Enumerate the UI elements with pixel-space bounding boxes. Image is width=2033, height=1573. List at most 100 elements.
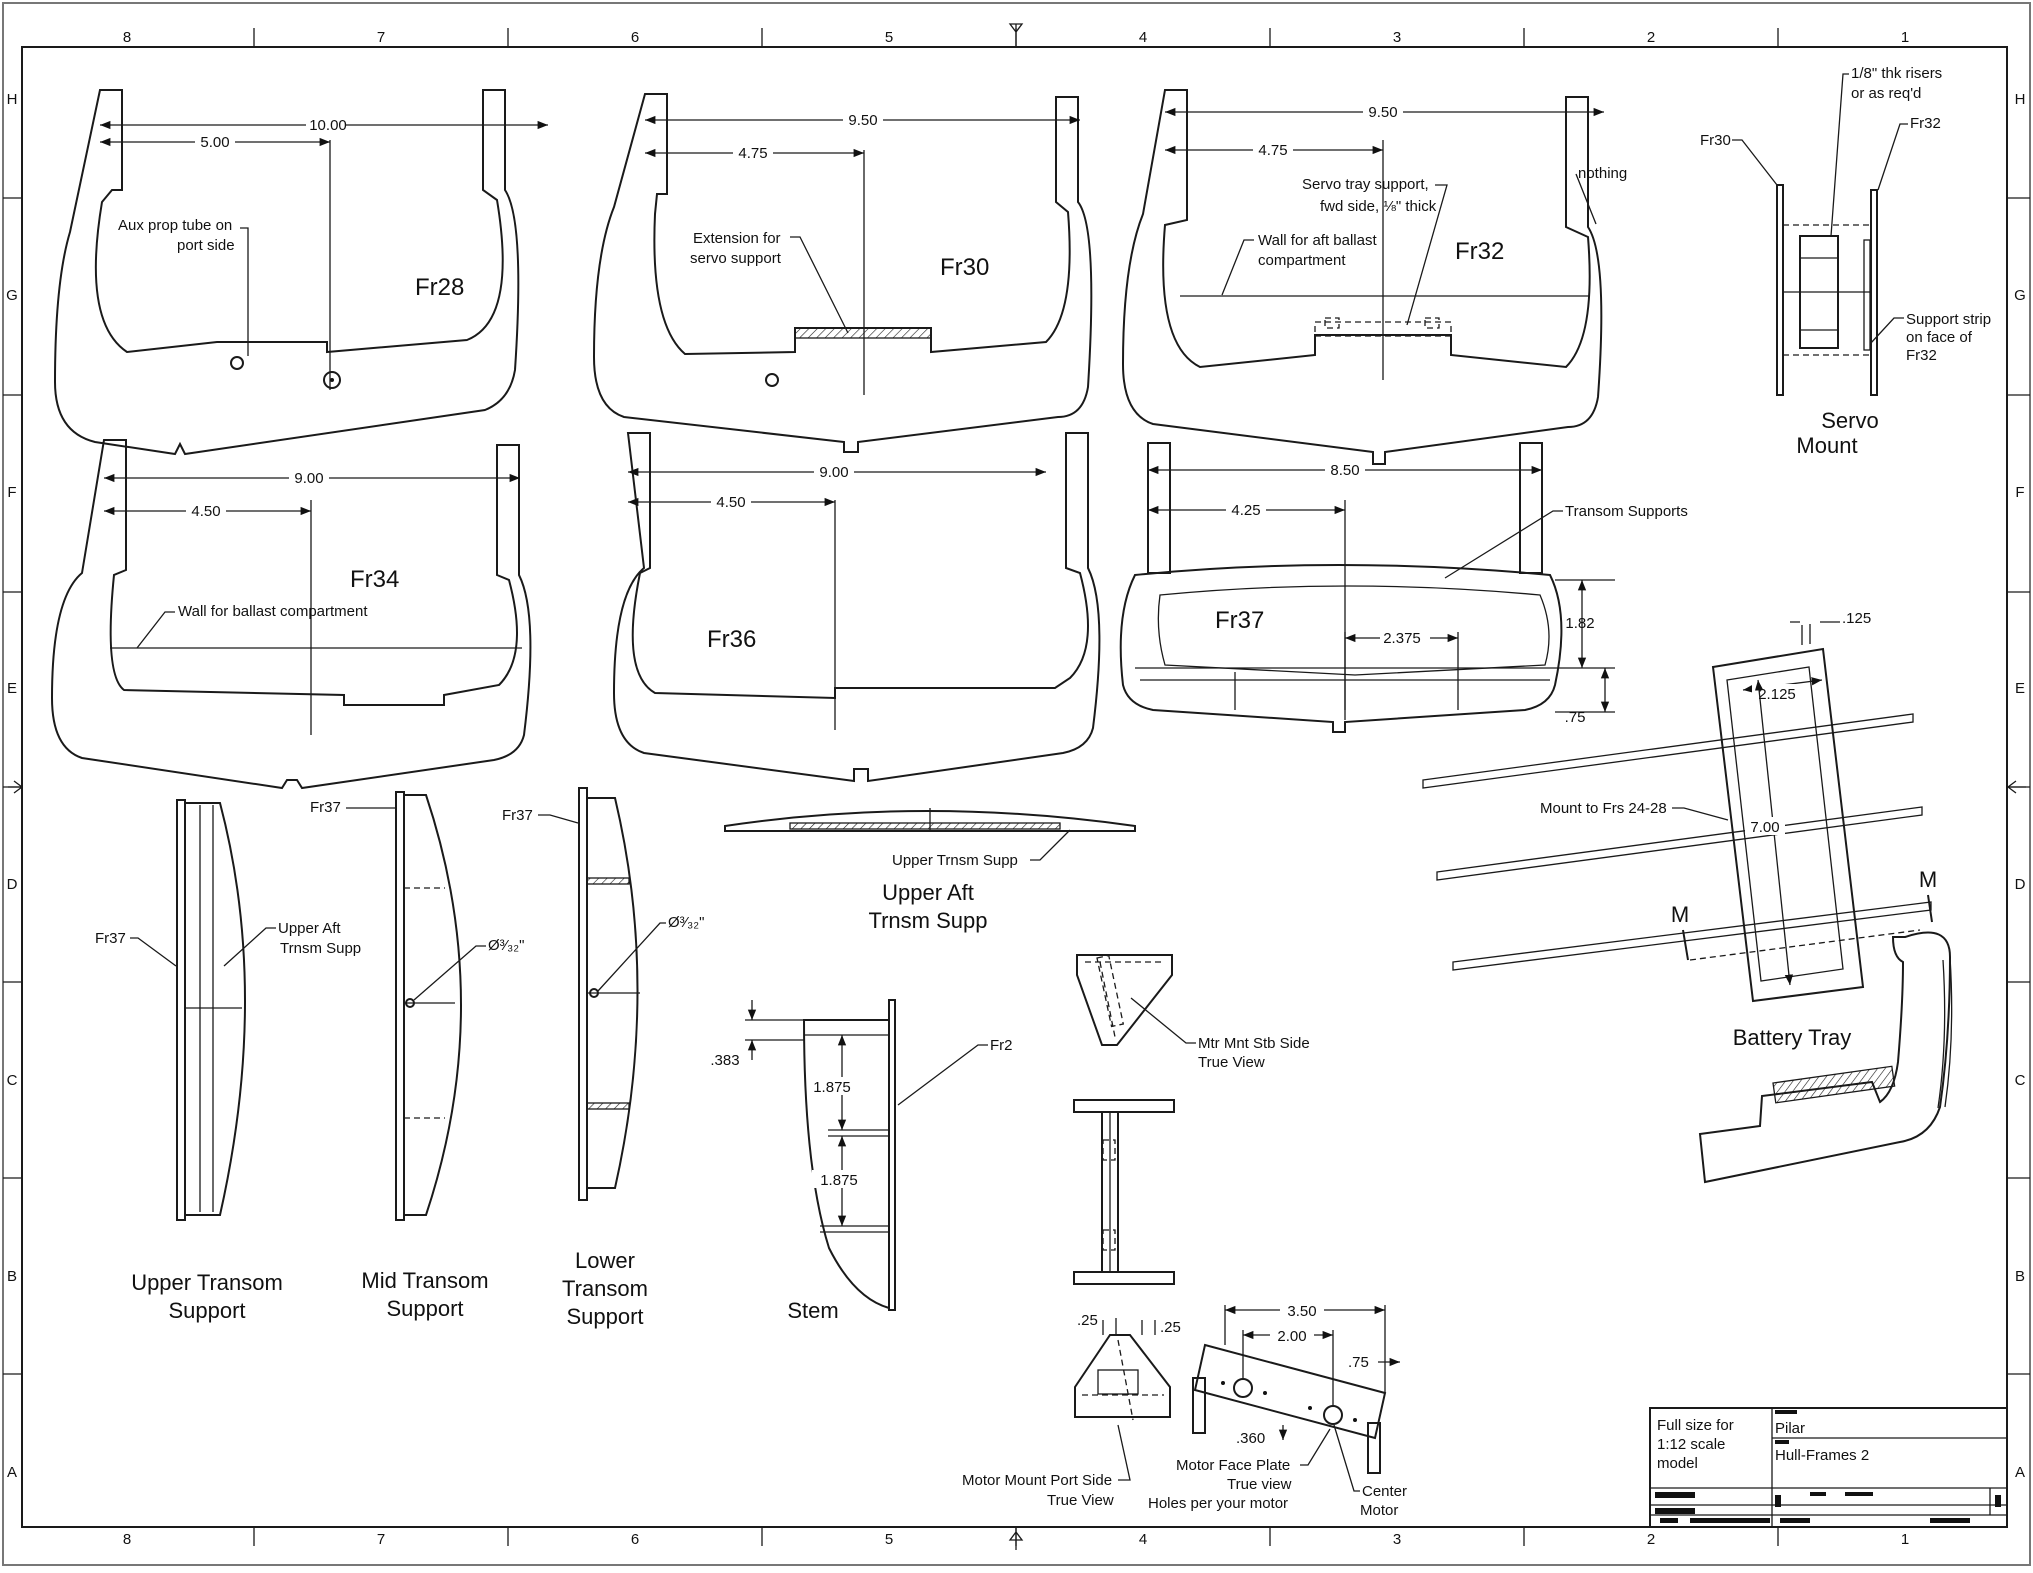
col-label: 3 (1393, 29, 1401, 46)
col-label: 7 (377, 29, 385, 46)
dim-fr37-h2: .75 (1565, 709, 1586, 726)
title-block: Full size for 1:12 scale model Pilar Hul… (1649, 1407, 2008, 1528)
servo-fr30: Fr30 (1700, 132, 1731, 149)
row-label: F (2015, 484, 2024, 501)
note-aux-prop: Aux prop tube on (118, 217, 232, 234)
center-mark-bottom (1008, 1528, 1024, 1550)
note-face-plate-3: Holes per your motor (1148, 1495, 1288, 1512)
motor-face-plate: 3.50 2.00 .75 .360 Motor Face Plate True… (1148, 1301, 1407, 1519)
frame-label-fr37: Fr37 (1215, 607, 1264, 634)
note-mount-frs: Mount to Frs 24-28 (1540, 800, 1667, 817)
note-risers-2: or as req'd (1851, 85, 1921, 102)
col-label: 4 (1139, 1531, 1147, 1548)
note-motor-mount-port-2: True View (1047, 1492, 1114, 1509)
dim-fr37-h1: 1.82 (1565, 615, 1594, 632)
servo-mount: Servo Mount 1/8" thk risers or as req'd … (1700, 65, 1991, 458)
marker-m-left: M (1671, 902, 1689, 927)
dim-fr37-inner: 2.375 (1383, 630, 1421, 647)
dim-fr28-full: 10.00 (309, 117, 347, 134)
col-label: 2 (1647, 29, 1655, 46)
dim-port-a: .25 (1077, 1312, 1098, 1329)
dim-fr34-half: 4.50 (191, 503, 220, 520)
lower-transom-fr37: Fr37 (502, 807, 533, 824)
center-mark-left (8, 780, 24, 794)
note-center-motor: Center (1362, 1483, 1407, 1500)
frame-fr37: 8.50 4.25 2.375 1.82 .75 Fr37 Transom Su… (1119, 442, 1688, 733)
col-label: 1 (1901, 29, 1909, 46)
note-support-strip: Support strip (1906, 311, 1991, 328)
note-extension-2: servo support (690, 250, 782, 267)
col-label: 8 (123, 1531, 131, 1548)
note-wall-aft: Wall for aft ballast (1258, 232, 1377, 249)
note-wall-ballast: Wall for ballast compartment (178, 603, 368, 620)
dim-face-w: 3.50 (1287, 1303, 1316, 1320)
frame-label-fr34: Fr34 (350, 566, 399, 593)
note-transom-supports: Transom Supports (1565, 503, 1688, 520)
dim-stem-a: 1.875 (813, 1079, 851, 1096)
motor-mount-front (1073, 1099, 1175, 1285)
note-upper-aft-2: Trnsm Supp (280, 940, 361, 957)
mid-transom-support: Mid Transom Support Fr37 Ø³⁄₃₂" (310, 791, 524, 1321)
dim-fr30-half: 4.75 (738, 145, 767, 162)
tb-scale-note-2: 1:12 scale (1657, 1436, 1725, 1453)
note-mtr-mnt-stb: Mtr Mnt Stb Side (1198, 1035, 1310, 1052)
stem: 1.875 1.875 .383 Stem Fr2 (710, 999, 1013, 1323)
col-label: 3 (1393, 1531, 1401, 1548)
col-label: 4 (1139, 29, 1147, 46)
mid-transom-fr37: Fr37 (310, 799, 341, 816)
note-face-plate: Motor Face Plate (1176, 1457, 1290, 1474)
note-support-strip-2: on face of (1906, 329, 1973, 346)
dim-fr32-full: 9.50 (1368, 104, 1397, 121)
inner-border (21, 46, 2008, 1528)
note-upper-trnsm-supp: Upper Trnsm Supp (892, 852, 1018, 869)
frame-fr36: 9.00 4.50 Fr36 (612, 432, 1101, 783)
lower-transom-title-3: Support (566, 1304, 643, 1329)
motor-mount-stb: Mtr Mnt Stb Side True View (1076, 954, 1310, 1071)
note-nothing: nothing (1578, 165, 1627, 182)
frame-fr28: 10.00 5.00 Fr28 Aux prop tube on port si… (53, 89, 548, 456)
tb-sheet-title: Hull-Frames 2 (1775, 1447, 1869, 1464)
upper-aft-title: Upper Aft (882, 880, 974, 905)
row-label: C (2015, 1072, 2026, 1089)
note-extension: Extension for (693, 230, 781, 247)
dim-stem-top: .383 (710, 1052, 739, 1069)
row-label: A (2015, 1464, 2025, 1481)
tb-project: Pilar (1775, 1420, 1805, 1437)
frame-fr30: 9.50 4.75 Fr30 Extension for servo suppo… (592, 93, 1093, 453)
note-mtr-mnt-stb-2: True View (1198, 1054, 1265, 1071)
row-label: D (7, 876, 18, 893)
col-label: 6 (631, 1531, 639, 1548)
frame-label-fr32: Fr32 (1455, 238, 1504, 265)
dim-port-b: .25 (1160, 1319, 1181, 1336)
dim-face-e: .75 (1348, 1354, 1369, 1371)
mid-transom-title: Mid Transom (361, 1268, 488, 1293)
row-label: G (6, 287, 18, 304)
lower-transom-title-2: Transom (562, 1276, 648, 1301)
upper-aft-title-2: Trnsm Supp (868, 908, 987, 933)
row-label: E (7, 680, 17, 697)
note-servo-tray: Servo tray support, (1302, 176, 1429, 193)
row-label: E (2015, 680, 2025, 697)
row-label: B (2015, 1268, 2025, 1285)
dim-stem-b: 1.875 (820, 1172, 858, 1189)
upper-transom-title: Upper Transom (131, 1270, 283, 1295)
dim-face-f: .360 (1236, 1430, 1265, 1447)
col-label: 5 (885, 1531, 893, 1548)
note-support-strip-3: Fr32 (1906, 347, 1937, 364)
row-label: B (7, 1268, 17, 1285)
row-label: D (2015, 876, 2026, 893)
frame-label-fr28: Fr28 (415, 274, 464, 301)
mid-transom-title-2: Support (386, 1296, 463, 1321)
frame-fr34: 9.00 4.50 Fr34 Wall for ballast compartm… (50, 439, 532, 790)
note-upper-aft: Upper Aft (278, 920, 341, 937)
stem-fr2: Fr2 (990, 1037, 1013, 1054)
note-wall-aft-2: compartment (1258, 252, 1346, 269)
row-label: C (7, 1072, 18, 1089)
center-mark-right (2006, 780, 2026, 794)
servo-mount-title: Servo (1821, 408, 1878, 433)
dim-fr34-full: 9.00 (294, 470, 323, 487)
col-label: 7 (377, 1531, 385, 1548)
